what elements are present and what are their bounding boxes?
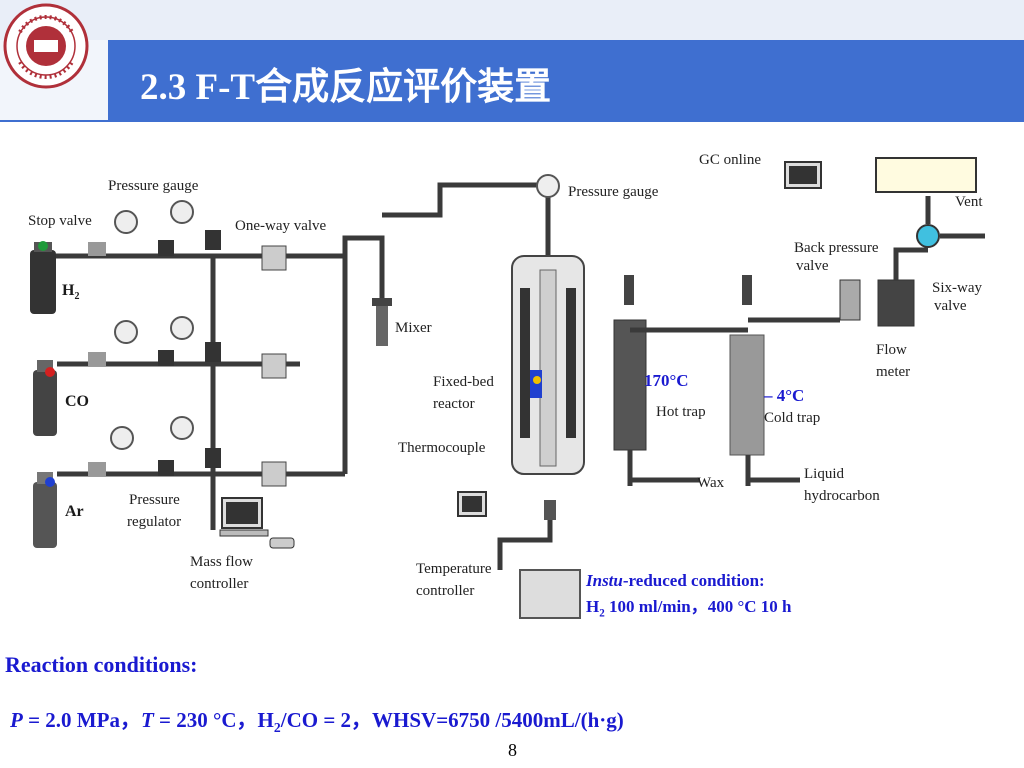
ft-apparatus-diagram: Pressure gauge Stop valve One-way valve … (28, 152, 985, 619)
valve-row-h2 (88, 200, 287, 271)
label-vent: Vent (955, 194, 983, 210)
instu-reduced-condition: Instu-reduced condition: H2 100 ml/min，4… (586, 568, 886, 626)
gas-cylinder-co (33, 360, 57, 436)
label-liquid-1: Liquid (804, 466, 844, 482)
gas-lines (56, 182, 551, 530)
label-six-way-1: Six-way (932, 280, 982, 296)
label-pressure-gauge-left: Pressure gauge (108, 178, 199, 194)
page-number: 8 (508, 740, 517, 760)
label-cold-trap-temp: – 4°C (763, 386, 804, 405)
label-co: CO (65, 393, 89, 410)
header-top-bar (0, 0, 1024, 40)
hot-trap (613, 275, 748, 486)
label-six-way-2: valve (934, 298, 967, 314)
valve-row-ar (88, 416, 287, 487)
label-pressure-regulator-2: regulator (127, 514, 181, 530)
label-stop-valve: Stop valve (28, 213, 92, 229)
label-temperature-controller-2: controller (416, 583, 474, 599)
cold-trap (729, 275, 840, 486)
gas-cylinder-ar (33, 472, 57, 548)
label-back-pressure-1: Back pressure (794, 240, 879, 256)
six-way-valve (916, 224, 940, 248)
mass-flow-computer (219, 497, 295, 549)
gas-cylinder-h2 (30, 241, 56, 314)
university-logo (3, 3, 89, 89)
temperature-controller (457, 491, 581, 619)
label-pressure-gauge-top: Pressure gauge (568, 184, 659, 200)
label-one-way-valve: One-way valve (235, 218, 327, 234)
label-pressure-regulator-1: Pressure (129, 492, 180, 508)
slide-title: 2.3 F-T合成反应评价装置 (140, 67, 552, 108)
header-title-bar (108, 40, 1024, 120)
mixer (372, 298, 392, 346)
header-divider (0, 120, 1024, 122)
label-mixer: Mixer (395, 320, 432, 336)
label-h2: H2 (62, 282, 79, 302)
label-fixed-bed-2: reactor (433, 396, 475, 412)
label-liquid-2: hydrocarbon (804, 488, 880, 504)
label-temperature-controller-1: Temperature (416, 561, 492, 577)
slide-header: 2.3 F-T合成反应评价装置 (0, 0, 1024, 122)
reaction-conditions-heading: Reaction conditions: (5, 652, 198, 677)
gc-online (784, 157, 977, 193)
label-back-pressure-2: valve (796, 258, 829, 274)
label-cold-trap: Cold trap (764, 410, 820, 426)
label-mass-flow-1: Mass flow (190, 554, 253, 570)
reaction-conditions-line: P = 2.0 MPa，T = 230 °C，H2/CO = 2，WHSV=67… (10, 708, 624, 736)
instu-condition: H2 100 ml/min，400 °C 10 h (586, 597, 792, 620)
instu-title: Instu-reduced condition: (586, 571, 765, 590)
label-flow-meter-2: meter (876, 364, 910, 380)
back-pressure-valve (839, 279, 861, 321)
valve-row-co (88, 316, 287, 379)
fixed-bed-reactor (511, 174, 585, 520)
label-hot-trap-temp: 170°C (644, 371, 689, 390)
flow-meter (877, 196, 985, 327)
label-wax: Wax (697, 475, 725, 491)
label-gc-online: GC online (699, 152, 761, 168)
label-fixed-bed-1: Fixed-bed (433, 374, 494, 390)
label-hot-trap: Hot trap (656, 404, 706, 420)
label-flow-meter-1: Flow (876, 342, 907, 358)
label-mass-flow-2: controller (190, 576, 248, 592)
label-thermocouple: Thermocouple (398, 440, 486, 456)
label-ar: Ar (65, 503, 84, 520)
